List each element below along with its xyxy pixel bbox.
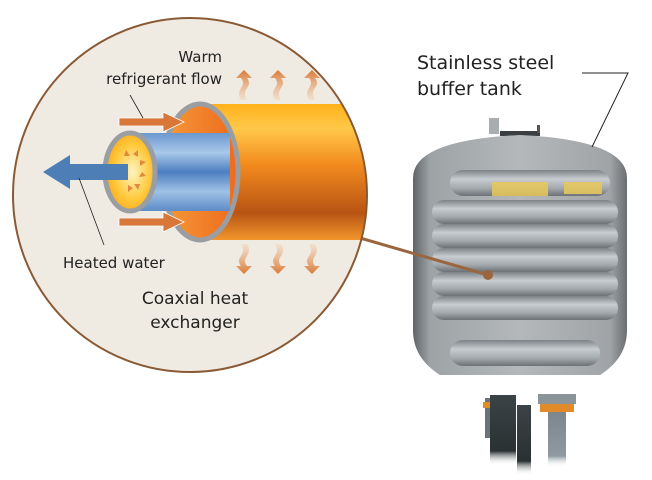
inset-title-line2: exchanger [150, 313, 239, 333]
tank-heating-element [564, 182, 602, 194]
wavy-down-arrow-icon [236, 244, 252, 274]
refrigerant-arrow-top [118, 111, 185, 133]
refrigerant-label-line1: Warm [178, 48, 222, 66]
tank-heating-element [492, 182, 548, 196]
wavy-down-arrow-icon [270, 244, 286, 274]
water-label: Heated water [63, 254, 166, 272]
tank-label-line1: Stainless steel [417, 52, 554, 74]
refrigerant-arrow-bottom [118, 211, 185, 233]
heat-down-arrows [236, 244, 320, 274]
buffer-tank [413, 118, 627, 475]
wavy-up-arrow-icon [236, 70, 252, 100]
tank-top-pin [537, 125, 540, 133]
wavy-up-arrow-icon [304, 70, 320, 100]
tank-pipe-ring [540, 404, 574, 412]
refrigerant-label-line2: refrigerant flow [106, 70, 222, 88]
water-leader-line [78, 177, 105, 246]
refrigerant-leader-line [129, 94, 144, 119]
tank-drain-pipe [548, 412, 566, 467]
tank-return-pipe [490, 395, 516, 465]
inset-connector-line [359, 236, 489, 277]
inset-border [12, 17, 368, 373]
water-arrow-icon [43, 155, 128, 189]
wavy-down-arrow-icon [304, 244, 320, 274]
coaxial-inset: Warm refrigerant flow Heated water Coaxi… [12, 17, 368, 373]
swirl-arrows-icon [124, 150, 146, 192]
tank-leader-line [582, 72, 629, 148]
tank-top-bracket [500, 131, 540, 136]
tank-label-line2: buffer tank [417, 78, 522, 100]
heat-up-arrows [236, 70, 320, 100]
wavy-up-arrow-icon [270, 70, 286, 100]
tank-pipe-fitting [538, 394, 576, 404]
inset-title-line1: Coaxial heat [142, 289, 249, 309]
tank-top-fitting [489, 118, 499, 134]
connector-dot [483, 270, 493, 280]
tank-supply-pipe [517, 405, 531, 475]
